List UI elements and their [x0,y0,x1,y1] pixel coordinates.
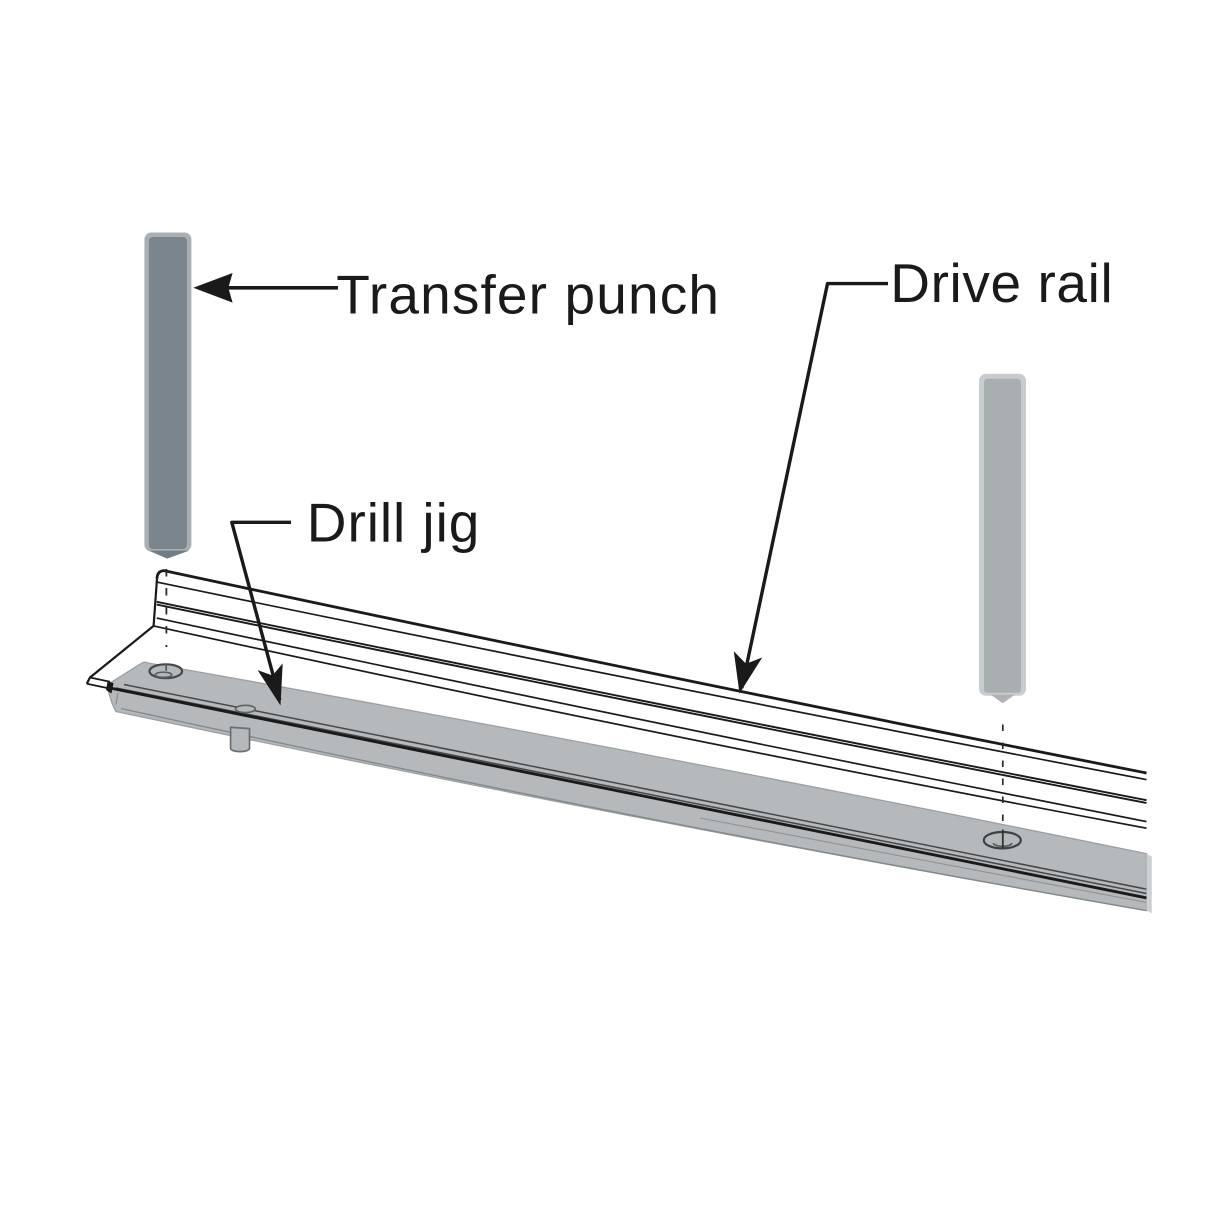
svg-text:Drive rail: Drive rail [890,252,1113,314]
svg-text:Drill jig: Drill jig [307,492,480,554]
svg-text:Transfer punch: Transfer punch [336,264,720,326]
